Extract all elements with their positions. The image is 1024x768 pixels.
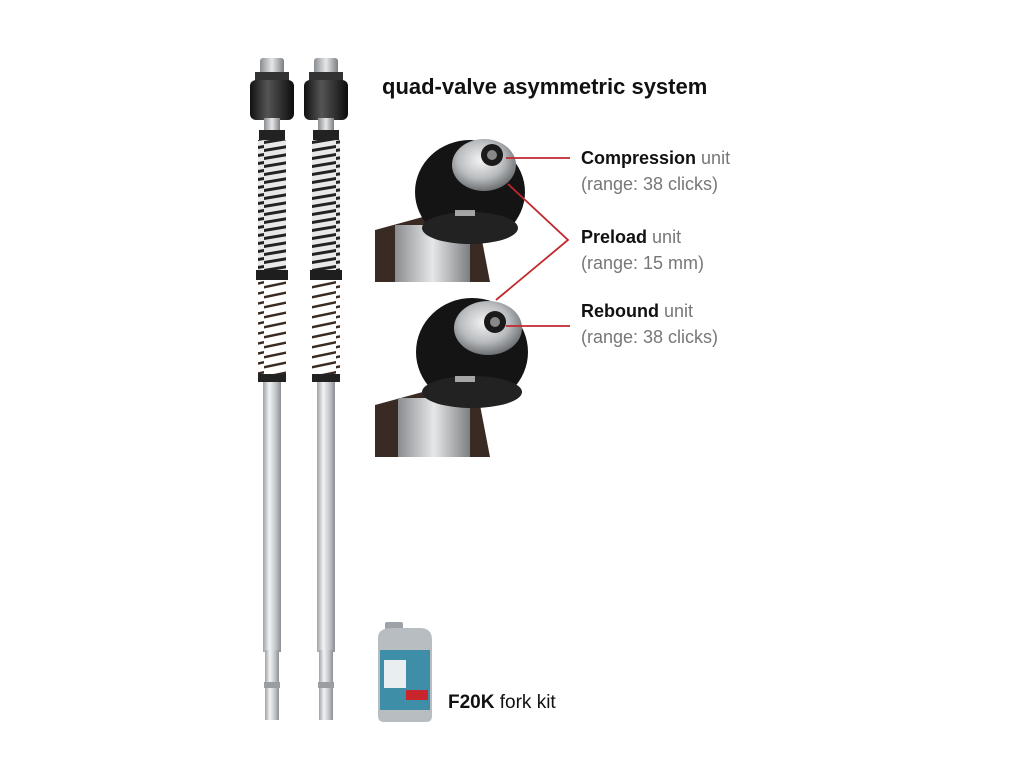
compression-unit-name: Compression: [581, 148, 697, 168]
compression-unit-range: (range: 38 clicks): [581, 174, 719, 194]
rebound-closeup-photo: [375, 295, 547, 457]
kit-suffix: fork kit: [499, 692, 556, 713]
fork-leg-left: [250, 58, 294, 720]
leader-lines: [495, 157, 570, 327]
preload-unit-name: Preload: [581, 227, 648, 247]
kit-label: F20K fork kit: [448, 692, 556, 714]
rebound-unit-range: (range: 38 clicks): [581, 327, 719, 347]
preload-unit-range: (range: 15 mm): [581, 253, 705, 273]
fork-leg-right: [304, 58, 348, 720]
rebound-unit-suffix: unit: [664, 301, 694, 321]
kit-model: F20K: [448, 692, 495, 713]
preload-unit-suffix: unit: [652, 227, 682, 247]
compression-unit-label: Compression unit (range: 38 clicks): [581, 145, 730, 197]
oil-bottle: [378, 622, 432, 722]
preload-leader-line: [495, 183, 570, 301]
rebound-unit-label: Rebound unit (range: 38 clicks): [581, 298, 718, 350]
rebound-unit-name: Rebound: [581, 301, 659, 321]
compression-closeup-photo: [375, 139, 547, 282]
preload-unit-label: Preload unit (range: 15 mm): [581, 224, 704, 276]
compression-unit-suffix: unit: [701, 148, 731, 168]
page-title: quad-valve asymmetric system: [382, 74, 708, 99]
